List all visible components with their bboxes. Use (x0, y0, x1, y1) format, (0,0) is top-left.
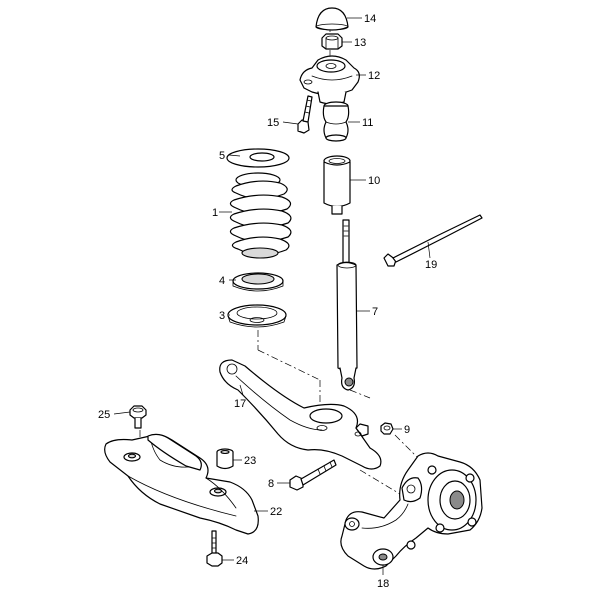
part-22-subframe (104, 433, 259, 535)
callout-25: 25 (98, 409, 110, 421)
callout-18: 18 (377, 578, 389, 590)
callout-14: 14 (364, 13, 376, 25)
part-13-nut (321, 33, 343, 50)
part-1-coil-spring (229, 172, 292, 259)
callout-labels: 14 13 12 11 15 10 5 1 19 4 3 7 17 25 9 2… (98, 13, 437, 590)
part-9-nut (380, 422, 394, 435)
part-17-control-arm (219, 359, 382, 470)
callout-10: 10 (368, 175, 380, 187)
part-7-shock-absorber (336, 219, 358, 391)
callout-19: 19 (425, 259, 437, 271)
callout-22: 22 (270, 506, 282, 518)
callout-9: 9 (404, 424, 410, 436)
part-23-bushing (216, 448, 234, 470)
callout-1: 1 (212, 207, 218, 219)
callout-12: 12 (368, 70, 380, 82)
callout-24: 24 (236, 555, 248, 567)
part-5-upper-spring-seat (226, 148, 290, 168)
callout-13: 13 (354, 37, 366, 49)
callout-4: 4 (219, 275, 225, 287)
callout-3: 3 (219, 310, 225, 322)
part-10-protective-sleeve (323, 155, 351, 215)
part-25-bolt (129, 405, 147, 429)
part-14-dust-cap (315, 7, 349, 31)
callout-15: 15 (267, 117, 279, 129)
leader-lines (113, 17, 431, 575)
part-11-bump-stop (322, 101, 350, 142)
part-12-top-mount (299, 55, 360, 105)
part-19-cable-tie (383, 214, 483, 267)
part-24-bolt (206, 530, 223, 567)
part-8-long-bolt (289, 459, 337, 491)
callout-17: 17 (234, 398, 246, 410)
callout-11: 11 (362, 117, 373, 129)
part-15-bolt (297, 95, 313, 134)
part-3-lower-spring-seat (227, 304, 287, 328)
callout-8: 8 (268, 478, 274, 490)
callout-5: 5 (219, 150, 225, 162)
callout-23: 23 (244, 455, 256, 467)
callout-7: 7 (372, 306, 378, 318)
part-18-wheel-bearing-housing (340, 452, 483, 570)
part-4-spring-isolator (232, 272, 284, 292)
